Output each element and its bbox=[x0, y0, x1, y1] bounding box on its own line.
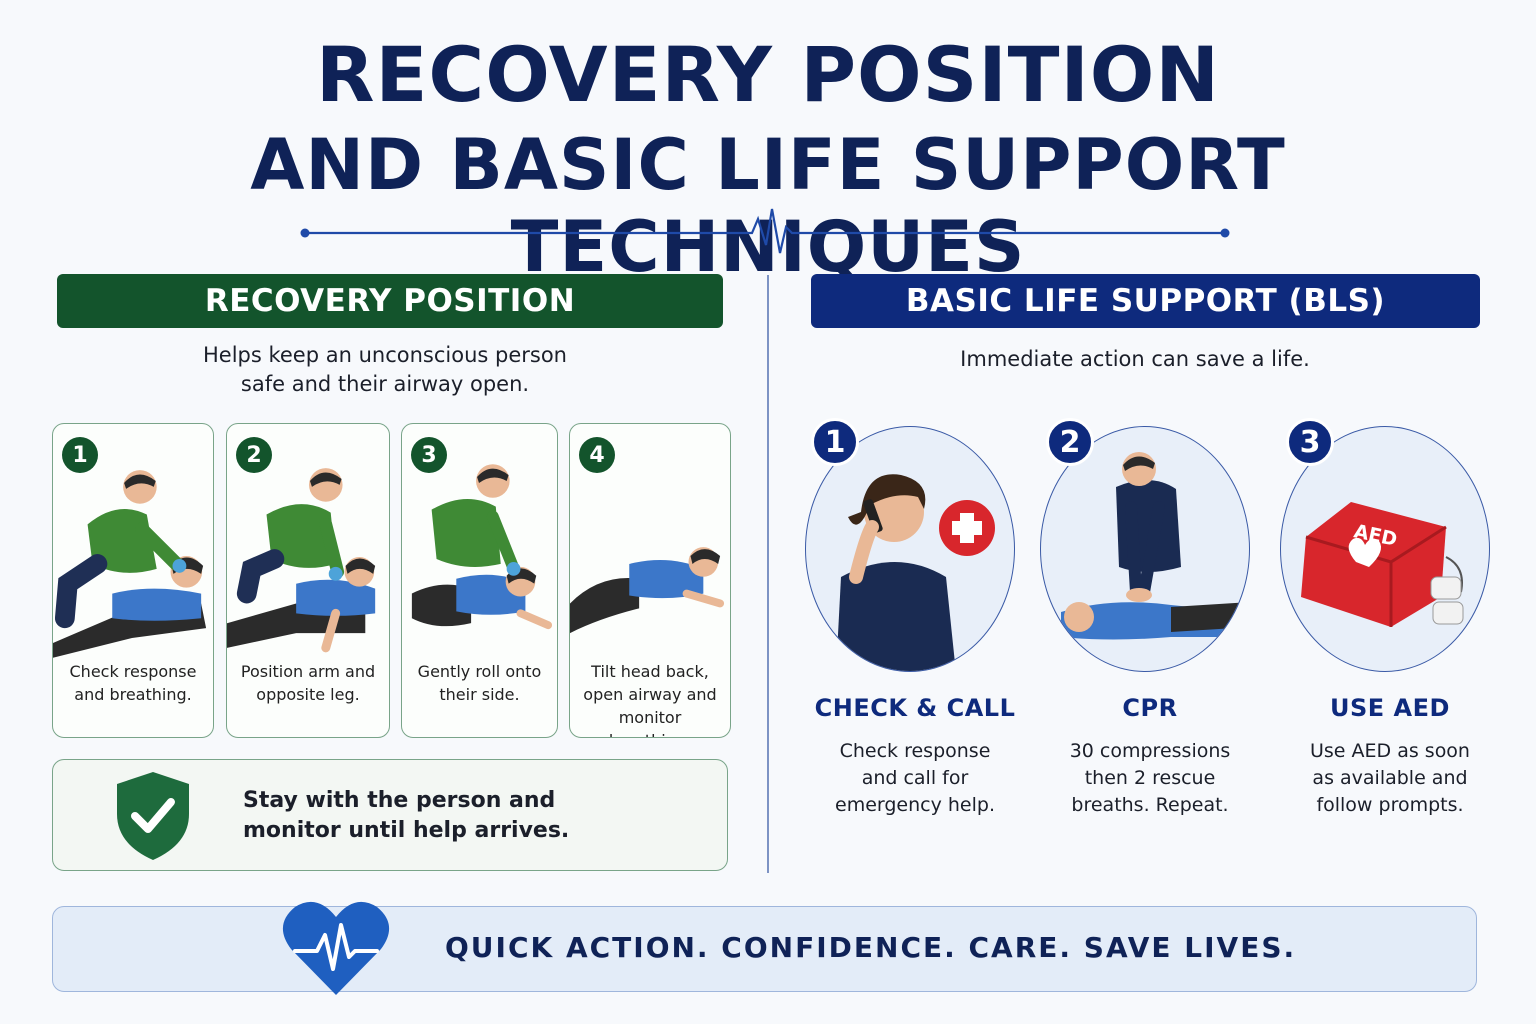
heartbeat-divider-icon bbox=[300, 208, 1230, 254]
recovery-subtitle-line1: Helps keep an unconscious person bbox=[202, 343, 567, 367]
bls-step-number-badge: 1 bbox=[811, 418, 859, 466]
stay-text: Stay with the person and monitor until h… bbox=[243, 786, 569, 846]
page-title-line1: RECOVERY POSITION bbox=[315, 30, 1221, 119]
recovery-step-4-card: 4 Tilt head back, open airway and monito… bbox=[569, 423, 731, 738]
monitor-breathing-illustration-icon bbox=[570, 547, 725, 634]
step-number-badge: 3 bbox=[411, 437, 447, 473]
step-description: Tilt head back, open airway and monitor … bbox=[570, 660, 730, 737]
step-description: Gently roll onto their side. bbox=[402, 660, 557, 706]
step-text-line: Gently roll onto bbox=[417, 662, 542, 681]
step-text-line: opposite leg. bbox=[256, 685, 360, 704]
recovery-position-banner: RECOVERY POSITION bbox=[57, 274, 723, 328]
bls-desc-line: 30 compressions bbox=[1069, 740, 1231, 762]
step-text-line: and breathing. bbox=[74, 685, 192, 704]
step-text-line: open airway and bbox=[583, 685, 717, 704]
phone-call-illustration-icon bbox=[836, 474, 995, 671]
stay-text-line: Stay with the person and bbox=[243, 788, 556, 813]
step-description: Position arm and opposite leg. bbox=[227, 660, 389, 706]
recovery-subtitle-line2: safe and their airway open. bbox=[240, 372, 530, 396]
bls-step-heading: CPR bbox=[1122, 694, 1178, 722]
step-description: Check response and breathing. bbox=[53, 660, 213, 706]
step-text-line: monitor breathing. bbox=[609, 708, 691, 737]
step-text-line: Check response bbox=[69, 662, 197, 681]
footer-tagline: QUICK ACTION. CONFIDENCE. CARE. SAVE LIV… bbox=[445, 931, 1297, 964]
roll-onto-side-illustration-icon bbox=[411, 464, 553, 630]
step-text-line: Tilt head back, bbox=[591, 662, 709, 681]
stay-text-line: monitor until help arrives. bbox=[243, 818, 570, 843]
bls-step-description: 30 compressions then 2 rescue breaths. R… bbox=[1010, 738, 1290, 819]
bls-desc-line: then 2 rescue bbox=[1084, 767, 1216, 789]
step-number-badge: 1 bbox=[62, 437, 98, 473]
recovery-subtitle: Helps keep an unconscious person safe an… bbox=[120, 341, 650, 399]
check-response-illustration-icon bbox=[53, 470, 207, 658]
bls-desc-line: as available and bbox=[1312, 767, 1468, 789]
bls-banner: BASIC LIFE SUPPORT (BLS) bbox=[811, 274, 1480, 328]
step-number-badge: 4 bbox=[579, 437, 615, 473]
bls-step-circle bbox=[805, 426, 1015, 672]
bls-step-circle bbox=[1040, 426, 1250, 672]
bls-step-heading: USE AED bbox=[1330, 694, 1450, 722]
page-title-line2: AND BASIC LIFE SUPPORT TECHNIQUES bbox=[250, 124, 1286, 288]
bls-step-description: Check response and call for emergency he… bbox=[775, 738, 1055, 819]
step-text-line: their side. bbox=[439, 685, 520, 704]
bls-desc-line: Use AED as soon bbox=[1310, 740, 1470, 762]
recovery-step-1-card: 1 Check response and breathing. bbox=[52, 423, 214, 738]
bls-subtitle: Immediate action can save a life. bbox=[960, 347, 1310, 371]
bls-step-number-badge: 2 bbox=[1046, 418, 1094, 466]
footer-banner: QUICK ACTION. CONFIDENCE. CARE. SAVE LIV… bbox=[52, 901, 1477, 995]
section-divider bbox=[767, 275, 769, 873]
bls-step-description: Use AED as soon as available and follow … bbox=[1250, 738, 1530, 819]
bls-desc-line: breaths. Repeat. bbox=[1071, 794, 1229, 816]
recovery-step-3-card: 3 Gently roll onto their side. bbox=[401, 423, 558, 738]
position-arm-leg-illustration-icon bbox=[227, 468, 376, 653]
bls-desc-line: Check response bbox=[839, 740, 991, 762]
aed-device-illustration-icon: AED bbox=[1301, 502, 1464, 627]
shield-check-icon bbox=[117, 772, 189, 860]
heart-pulse-icon bbox=[282, 901, 390, 995]
step-number-badge: 2 bbox=[236, 437, 272, 473]
bls-desc-line: follow prompts. bbox=[1316, 794, 1464, 816]
bls-step-heading: CHECK & CALL bbox=[814, 694, 1016, 722]
bls-step-number-badge: 3 bbox=[1286, 418, 1334, 466]
stay-with-person-box: Stay with the person and monitor until h… bbox=[52, 759, 728, 871]
bls-desc-line: emergency help. bbox=[835, 794, 995, 816]
recovery-step-2-card: 2 Position arm and opposite leg. bbox=[226, 423, 390, 738]
step-text-line: Position arm and bbox=[240, 662, 376, 681]
bls-desc-line: and call for bbox=[861, 767, 969, 789]
cpr-illustration-icon bbox=[1061, 452, 1249, 640]
bls-step-circle: AED bbox=[1280, 426, 1490, 672]
